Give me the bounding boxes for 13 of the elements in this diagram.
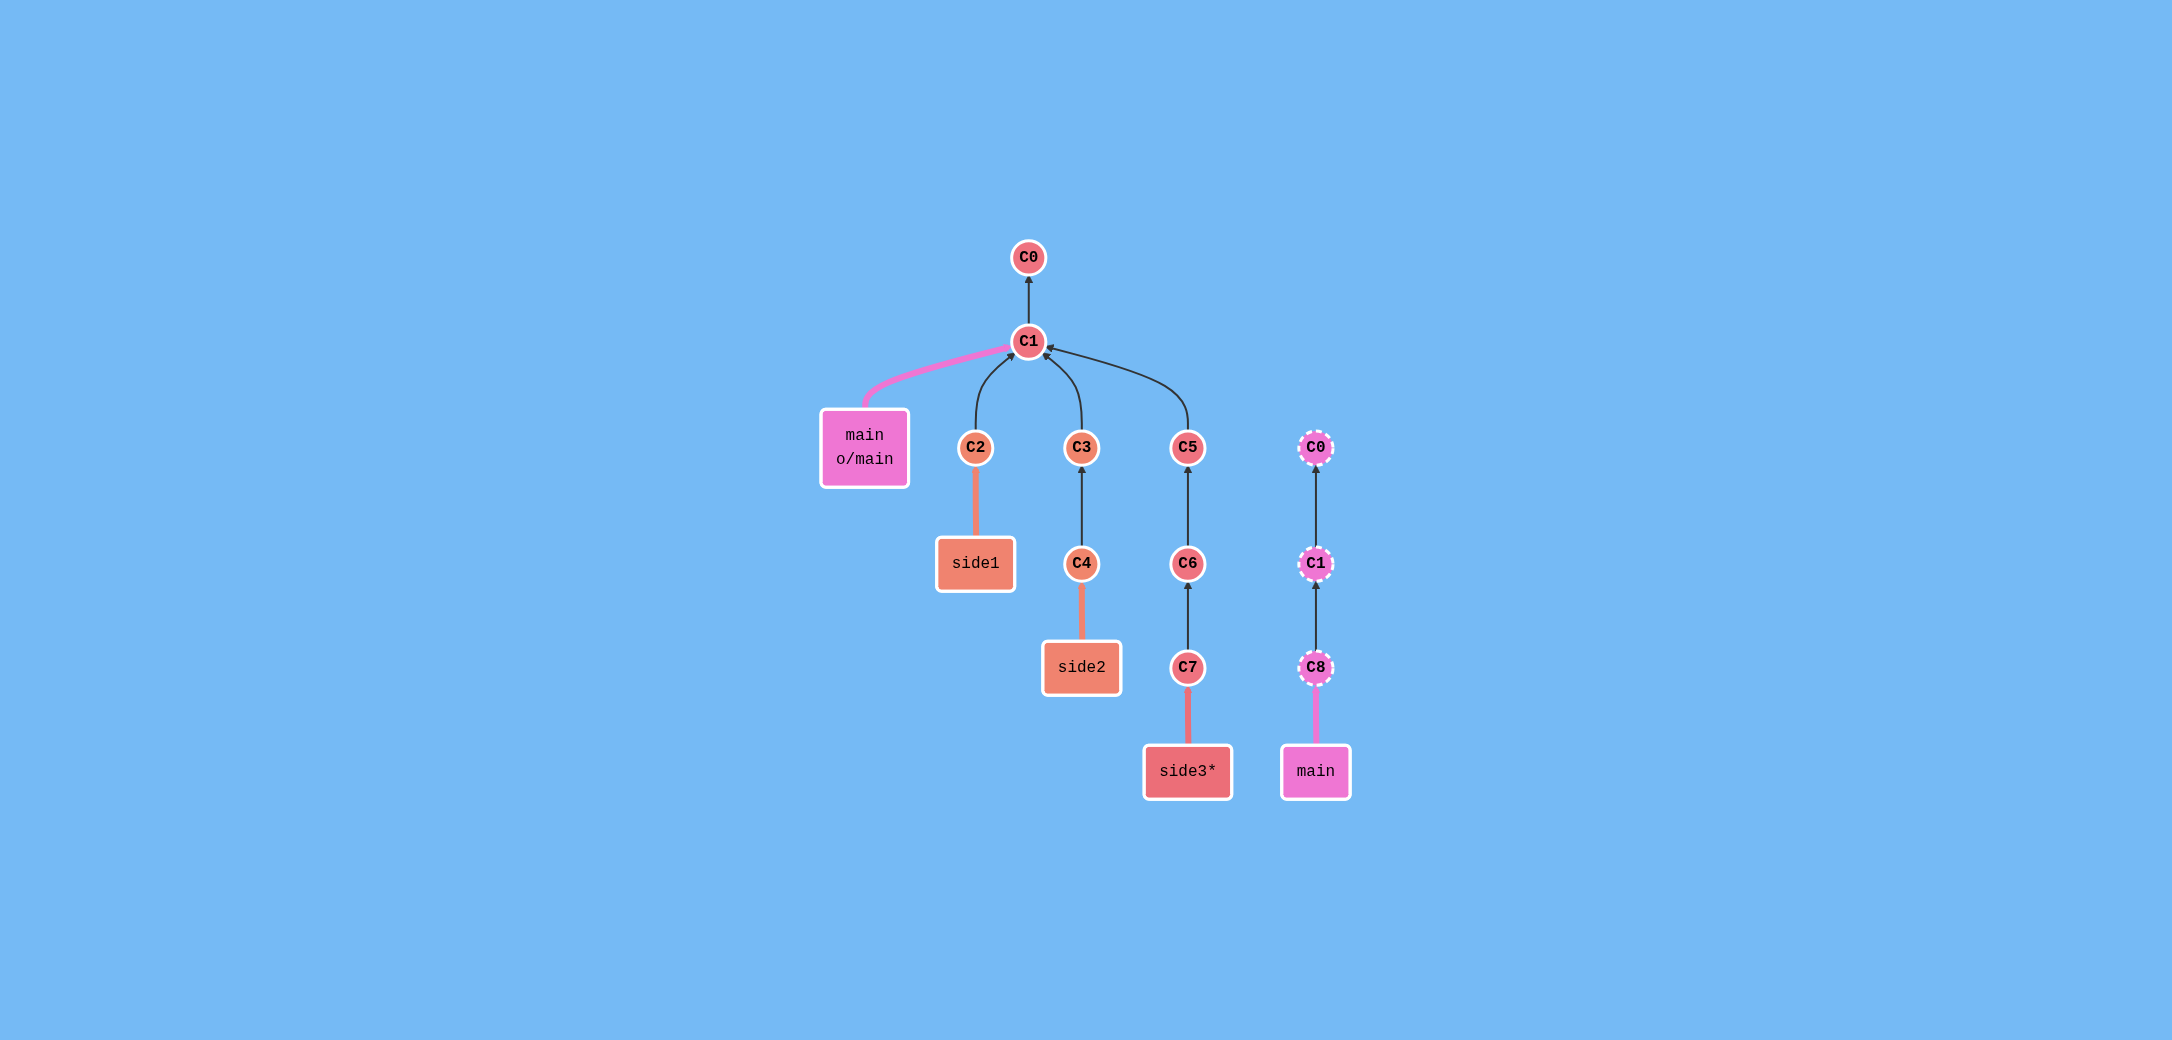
node-circle: C0 [1297, 429, 1335, 467]
node-circle: C0 [1010, 239, 1048, 277]
arrow [862, 344, 1013, 410]
node-circle: C8 [1297, 649, 1335, 687]
node-circle: C3 [1063, 429, 1101, 467]
node-circle: C2 [957, 429, 995, 467]
node-circle: C7 [1169, 649, 1207, 687]
node-circle: C1 [1297, 545, 1335, 583]
arrow [1024, 274, 1034, 326]
node-circle: C6 [1169, 545, 1207, 583]
node-circle: C1 [1010, 323, 1048, 361]
node-circle: C5 [1169, 429, 1207, 467]
node-circle: C4 [1063, 545, 1101, 583]
